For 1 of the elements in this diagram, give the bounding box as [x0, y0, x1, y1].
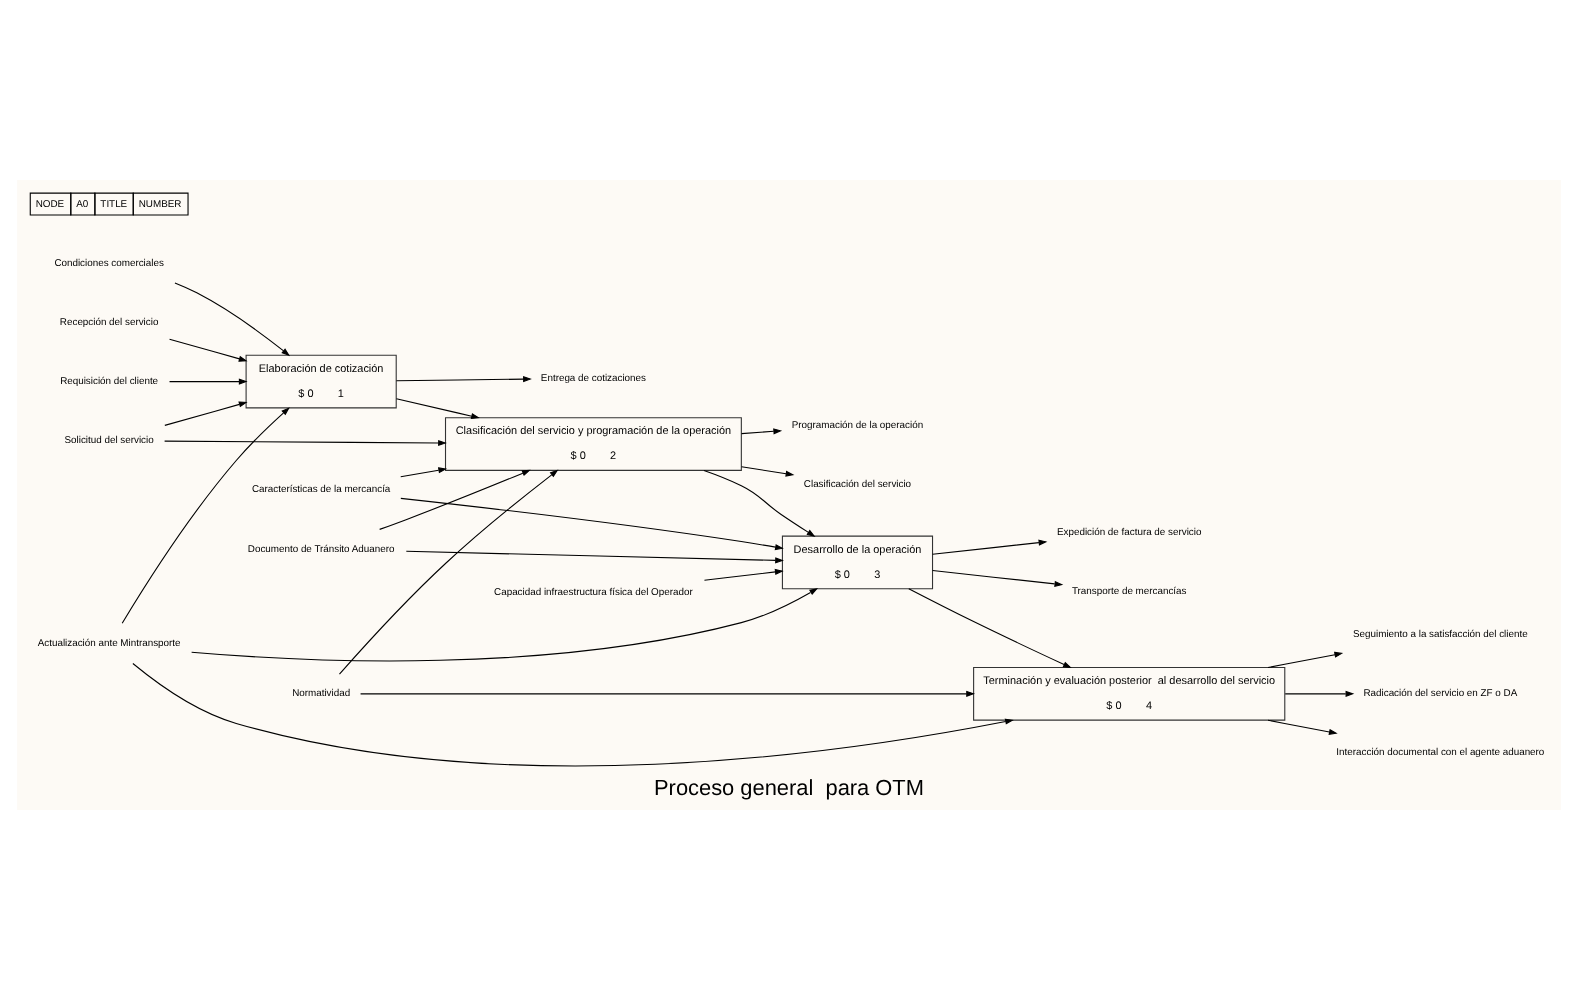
diagram-title: Proceso general para OTM [654, 775, 924, 800]
